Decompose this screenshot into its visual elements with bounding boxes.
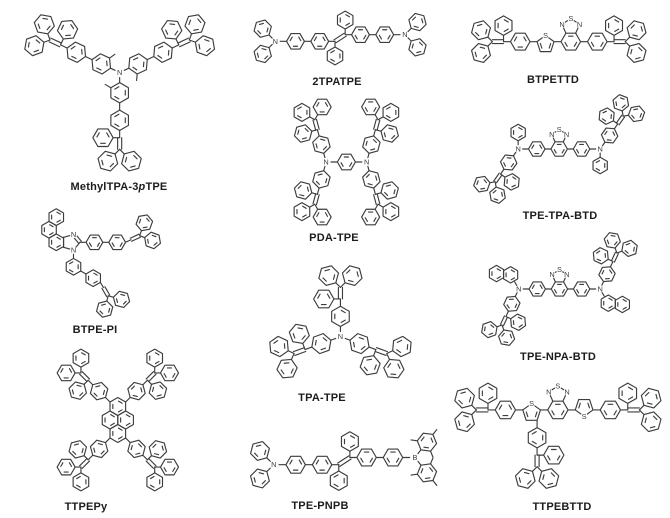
molecule-drawing-ttpepy	[56, 348, 180, 492]
atom-symbol: S	[557, 265, 562, 274]
compound-label-tpe-pnpb: TPE-PNPB	[291, 500, 349, 512]
atom-symbol: N	[597, 285, 602, 294]
atom-symbol: N	[577, 20, 582, 29]
compound-label-btpettd: BTPETTD	[526, 74, 580, 86]
atom-symbol: N	[560, 20, 565, 29]
atom-mask	[514, 145, 522, 153]
atom-mask	[562, 130, 571, 138]
atom-mask	[563, 388, 571, 396]
compound-label-tpa-tpe: TPA-TPE	[298, 392, 346, 404]
atom-symbol: N	[271, 460, 276, 469]
atom-symbol: N	[402, 30, 407, 39]
atom-symbol: N	[549, 130, 554, 139]
atom-mask	[576, 20, 584, 28]
molecule-drawing-methyltpa-3ptpe: N	[24, 14, 216, 172]
atom-mask	[567, 14, 575, 23]
atom-symbol: N	[516, 285, 521, 294]
atom-mask	[411, 453, 419, 462]
atom-symbol: S	[557, 125, 562, 134]
compound-label-methyltpa-3ptpe: MethylTPA-3pTPE	[71, 181, 168, 193]
molecule-drawing-tpe-pnpb: NB	[250, 428, 438, 492]
compound-label-tpe-npa-btd: TPE-NPA-BTD	[520, 351, 596, 363]
atom-symbol: S	[569, 14, 574, 23]
compound-tpa-tpe: N	[264, 260, 417, 384]
atom-mask	[554, 382, 562, 390]
molecule-drawing-tpa-tpe: N	[268, 265, 412, 379]
atom-mask	[596, 145, 604, 153]
atom-mask	[580, 413, 588, 421]
atom-symbol: N	[515, 145, 520, 154]
atom-mask	[322, 158, 330, 166]
atom-symbol: N	[337, 332, 342, 341]
atom-symbol: N	[364, 157, 369, 166]
compound-label-ttpebttd: TTPEBTTD	[532, 501, 592, 513]
atom-symbol: S	[543, 31, 548, 40]
atom-mask	[336, 333, 344, 341]
atom-symbol: N	[273, 37, 278, 46]
atom-mask	[542, 31, 550, 40]
atom-symbol: N	[71, 246, 76, 255]
compound-name-part: MethylTPA-3	[70, 181, 139, 193]
atom-symbol: N	[597, 145, 602, 154]
compound-name-part: p	[138, 181, 146, 193]
compound-label-2tpatpe: 2TPATPE	[312, 76, 362, 88]
atom-symbol: N	[564, 388, 569, 397]
compound-label-tpe-tpa-btd: TPE-TPA-BTD	[522, 210, 598, 222]
compound-name-part: TPE	[145, 181, 168, 193]
atom-mask	[69, 230, 77, 239]
atom-symbol: N	[564, 270, 569, 279]
molecule-drawing-btpe-pi: NN	[41, 208, 161, 318]
atom-mask	[548, 270, 556, 279]
atom-mask	[362, 158, 370, 166]
atom-symbol: N	[546, 388, 551, 397]
atom-mask	[528, 400, 536, 408]
atom-symbol: S	[529, 399, 534, 408]
atom-mask	[271, 37, 279, 45]
atom-mask	[555, 266, 563, 274]
atom-mask	[547, 130, 556, 138]
atom-symbol: N	[323, 157, 328, 166]
atom-symbol: N	[117, 68, 122, 77]
compound-ttpepy	[52, 344, 184, 496]
atom-symbol: S	[582, 412, 587, 421]
atom-mask	[558, 20, 566, 28]
atom-symbol: S	[556, 382, 561, 391]
atom-mask	[562, 270, 570, 279]
atom-symbol: N	[71, 230, 76, 239]
molecule-drawing-2tpatpe: NN	[253, 10, 427, 66]
atom-mask	[401, 31, 409, 39]
atom-mask	[545, 388, 553, 396]
atom-symbol: N	[549, 270, 554, 279]
compound-methyltpa-3ptpe: N	[19, 9, 220, 177]
compound-label-pda-tpe: PDA-TPE	[309, 232, 359, 244]
atom-symbol: B	[413, 453, 418, 462]
atom-mask	[596, 285, 604, 293]
atom-mask	[116, 69, 124, 77]
compound-label-ttpepy: TTPEPy	[64, 501, 108, 513]
atom-mask	[270, 461, 278, 469]
atom-mask	[555, 125, 563, 134]
compound-label-btpe-pi: BTPE-PI	[72, 324, 118, 336]
atom-symbol: N	[564, 130, 569, 139]
atom-mask	[514, 285, 522, 293]
atom-mask	[69, 246, 77, 254]
